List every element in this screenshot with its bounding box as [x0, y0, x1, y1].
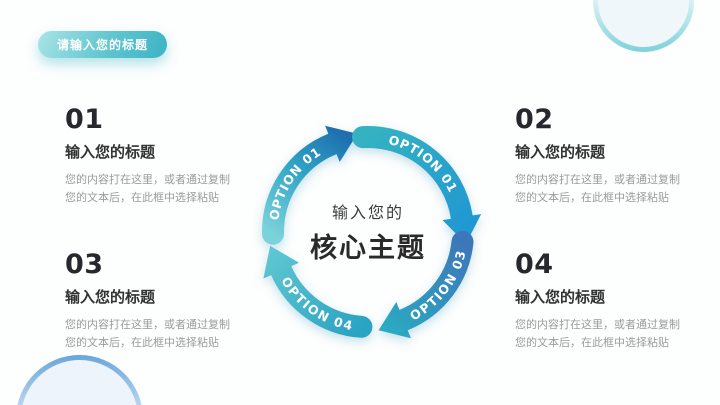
decor-circle-top-right [593, 0, 694, 52]
section-01-body-line2: 您的文本后，在此框中选择粘贴 [65, 191, 219, 205]
section-04-body: 您的内容打在这里，或者通过复制 您的文本后，在此框中选择粘贴 [515, 316, 707, 352]
core-theme-title: 核心主题 [310, 233, 426, 264]
section-04-title: 输入您的标题 [515, 288, 606, 307]
section-03-body-line1: 您的内容打在这里，或者通过复制 [65, 318, 230, 332]
section-02-title: 输入您的标题 [515, 143, 606, 162]
decor-half-circle-bottom-left [16, 355, 143, 405]
section-03-body-line2: 您的文本后，在此框中选择粘贴 [65, 336, 219, 350]
section-01-body-line1: 您的内容打在这里，或者通过复制 [65, 173, 230, 187]
section-04: 04 输入您的标题 您的内容打在这里，或者通过复制 您的文本后，在此框中选择粘贴 [515, 249, 707, 352]
section-01: 01 输入您的标题 您的内容打在这里，或者通过复制 您的文本后，在此框中选择粘贴 [65, 104, 257, 207]
arrowhead-bottom-left-icon [263, 245, 299, 279]
section-02: 02 输入您的标题 您的内容打在这里，或者通过复制 您的文本后，在此框中选择粘贴 [515, 104, 707, 207]
decor-circle-top-right-fill [598, 0, 689, 47]
section-03: 03 输入您的标题 您的内容打在这里，或者通过复制 您的文本后，在此框中选择粘贴 [65, 249, 257, 352]
section-04-number: 04 [515, 249, 554, 280]
decor-half-circle-bottom-left-fill [21, 360, 138, 405]
section-03-body: 您的内容打在这里，或者通过复制 您的文本后，在此框中选择粘贴 [65, 316, 257, 352]
core-theme: 输入您的 核心主题 [258, 199, 478, 265]
section-02-number: 02 [515, 104, 554, 135]
core-theme-subtitle: 输入您的 [331, 203, 404, 222]
section-02-body-line2: 您的文本后，在此框中选择粘贴 [515, 191, 669, 205]
cycle-arrow-top-right-label: OPTION 01 [387, 132, 461, 196]
arrowhead-top-right-icon [442, 214, 482, 244]
arrowhead-top-left-icon [325, 125, 358, 162]
section-02-body-line1: 您的内容打在这里，或者通过复制 [515, 173, 680, 187]
section-01-body: 您的内容打在这里，或者通过复制 您的文本后，在此框中选择粘贴 [65, 171, 257, 207]
section-02-body: 您的内容打在这里，或者通过复制 您的文本后，在此框中选择粘贴 [515, 171, 707, 207]
section-04-body-line1: 您的内容打在这里，或者通过复制 [515, 318, 680, 332]
section-01-number: 01 [65, 104, 104, 135]
slide-title-badge-label: 请输入您的标题 [57, 38, 149, 52]
section-04-body-line2: 您的文本后，在此框中选择粘贴 [515, 336, 669, 350]
section-01-title: 输入您的标题 [65, 143, 156, 162]
section-03-title: 输入您的标题 [65, 288, 156, 307]
arrowhead-bottom-right-icon [378, 302, 411, 339]
section-03-number: 03 [65, 249, 104, 280]
cycle-diagram: OPTION 01 OPTION 01 OPTION 03 OPTION 04 [248, 125, 482, 339]
slide-title-badge: 请输入您的标题 [38, 31, 168, 58]
